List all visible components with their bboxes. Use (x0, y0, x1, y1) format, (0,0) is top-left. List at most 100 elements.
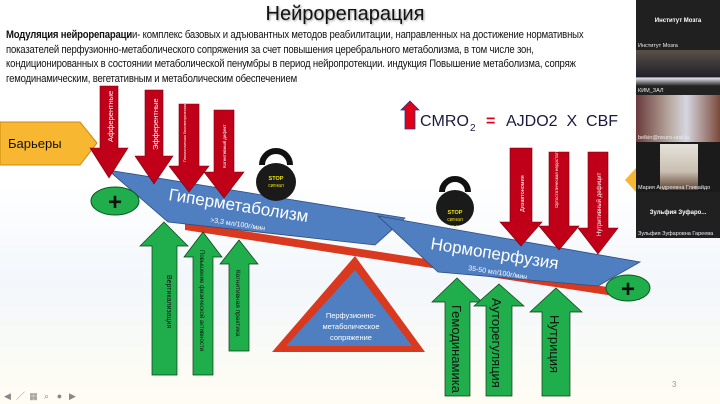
increase-arrow-icon (400, 100, 420, 130)
green-arrow-verticalization: Вертикализация (139, 221, 189, 376)
red-arrow-efferent: Эфферентные (134, 89, 174, 185)
diagram-shape (168, 103, 210, 193)
participant-name: Мария Андреевна Гливайдо (638, 185, 711, 191)
diagram-shape (577, 151, 619, 255)
diagram-label: CMRO (420, 113, 469, 130)
participant-header: Институт Мозга (654, 18, 702, 24)
plus-icon: + (605, 274, 651, 303)
diagram-label: Вертикализация (165, 275, 172, 329)
slide-description: Модуляция нейрорепарации- комплекс базов… (6, 28, 626, 86)
fulcrum-triangle: Перфузионно- метаболическое сопряжение (272, 256, 425, 352)
red-arrow-cognitive-defect: Когнитивный дефект (203, 109, 245, 199)
right-barrier-arrow (625, 168, 636, 192)
video-participants-panel: Институт Мозга Институт Мозга КИМ_ЗАЛ be… (636, 0, 720, 238)
cmro2-formula: CMRO 2 = AJDO2 X CBF (400, 100, 618, 134)
diagram-label: ы (453, 224, 457, 230)
diagram-label: Афферентные (106, 91, 115, 142)
participant-tile[interactable]: Институт Мозга Институт Мозга (636, 0, 720, 50)
diagram-shape (90, 186, 140, 216)
diagram-shape (134, 89, 174, 185)
fulcrum-label: сопряжение (330, 333, 372, 342)
description-bold: Модуляция нейрорепараци (6, 29, 133, 41)
fulcrum-label: Перфузионно- (326, 311, 377, 320)
diagram-shape (106, 169, 406, 246)
description-line: кондиционированных в состоянии метаболич… (6, 58, 576, 71)
diagram-label: 2 (470, 123, 476, 134)
red-arrow-dysautonomia: Дизавтономия (499, 147, 543, 247)
red-arrow-orthostatic: Ортостатическая недостаточность (538, 135, 580, 251)
participant-tile[interactable]: КИМ_ЗАЛ (636, 50, 720, 95)
diagram-label: STOP (448, 210, 463, 216)
diagram-shape (538, 151, 580, 251)
more-options-icon[interactable]: ● (56, 391, 63, 401)
kettlebell-stop-icon: STOP сигнал ы (436, 176, 474, 230)
green-arrow-physical-activity: Повышение физической активности (183, 231, 223, 376)
diagram-shape (499, 147, 543, 247)
diagram-label: Дизавтономия (520, 175, 526, 212)
diagram-label: Ортостатическая недостаточность (554, 135, 559, 208)
page-number: 3 (672, 380, 677, 389)
participant-video (660, 144, 698, 190)
diagram-label: + (108, 189, 122, 216)
fulcrum-label: метаболическое (322, 322, 379, 331)
diagram-label: Нутриция (547, 315, 562, 373)
diagram-label: AJDO2 X CBF (506, 113, 618, 130)
diagram-shape (259, 148, 293, 166)
participant-name: Институт Мозга (638, 43, 678, 49)
kettlebell-stop-icon: STOP сигнал (256, 148, 296, 201)
right-green-arrows: Гемодинамика Ауторегуляция Нутриция (431, 277, 583, 397)
description-line: и- комплекс базовых и адъювантных методо… (132, 29, 584, 41)
diagram-shape (376, 215, 642, 287)
red-arrow-pathological-activity: Патологическая биоэлектрическая активнос… (168, 84, 210, 193)
description-line: гемодинамическим, вегетативным и метабол… (6, 72, 297, 85)
diagram-label: + (621, 276, 635, 303)
participant-tile[interactable]: Зульфия Зуфаро... Зульфия Зуфаровна Гаре… (636, 192, 720, 238)
diagram-shape (439, 176, 471, 193)
zoom-icon[interactable]: ⌕ (43, 391, 50, 401)
diagram-shape (286, 270, 412, 346)
participant-name: Зульфия Зуфаровна Гареева (638, 231, 714, 237)
slides-grid-icon[interactable]: ▦ (29, 391, 38, 401)
diagram-label: Когнитивная практика (234, 270, 241, 337)
participant-name: КИМ_ЗАЛ (638, 88, 664, 94)
left-green-arrows: Вертикализация Повышение физической акти… (139, 221, 259, 376)
diagram-label: Патологическая биоэлектрическая активнос… (183, 84, 187, 162)
diagram-shape (431, 277, 483, 397)
diagram-label: сигнал (447, 217, 463, 223)
slide-title: Нейрорепарация (265, 3, 425, 25)
diagram-shape (203, 109, 245, 199)
participant-header: Зульфия Зуфаро... (649, 210, 707, 216)
barriers-arrow: Барьеры (0, 121, 98, 166)
description-line: показателей перфузионно-метаболического … (6, 43, 534, 56)
diagram-shape (183, 231, 223, 376)
diagram-shape (529, 287, 583, 397)
diagram-shape (256, 163, 296, 201)
diagram-label: Эфферентные (151, 98, 160, 150)
participant-tile[interactable]: Мария Андреевна Гливайдо (636, 142, 720, 192)
diagram-shape (219, 239, 259, 352)
diagram-shape (89, 85, 129, 179)
red-arrow-afferent: Афферентные (89, 85, 129, 179)
next-slide-icon[interactable]: ▶ (69, 391, 76, 401)
diagram-label: Нутритивный дефицит (596, 172, 603, 236)
diagram-label: = (486, 113, 495, 130)
green-arrow-nutrition: Нутриция (529, 287, 583, 397)
red-arrow-nutritive-deficit: Нутритивный дефицит (577, 151, 619, 255)
diagram-shape (436, 190, 474, 226)
balance-beam (185, 222, 640, 300)
green-arrow-cognitive-practice: Когнитивная практика (219, 239, 259, 352)
participant-tile[interactable]: belkin@neuro-ural.ru (636, 95, 720, 142)
diagram-label: Гемодинамика (449, 305, 464, 394)
green-arrow-autoregulation: Ауторегуляция (473, 283, 525, 397)
plus-icon: + (90, 186, 140, 216)
diagram-shape (139, 221, 189, 376)
previous-slide-icon[interactable]: ◀ (4, 391, 11, 401)
description-first-line: Модуляция нейрорепарации- комплекс базов… (6, 28, 584, 43)
diagram-shape (473, 283, 525, 397)
right-red-arrows: Дизавтономия Ортостатическая недостаточн… (499, 135, 619, 255)
pen-icon[interactable]: ／ (16, 391, 26, 401)
slide-toolbar: ◀ ／ ▦ ⌕ ● ▶ (3, 392, 77, 401)
diagram-label: Когнитивный дефект (221, 124, 227, 168)
left-red-arrows: Афферентные Эфферентные Патологическая б… (89, 84, 245, 199)
